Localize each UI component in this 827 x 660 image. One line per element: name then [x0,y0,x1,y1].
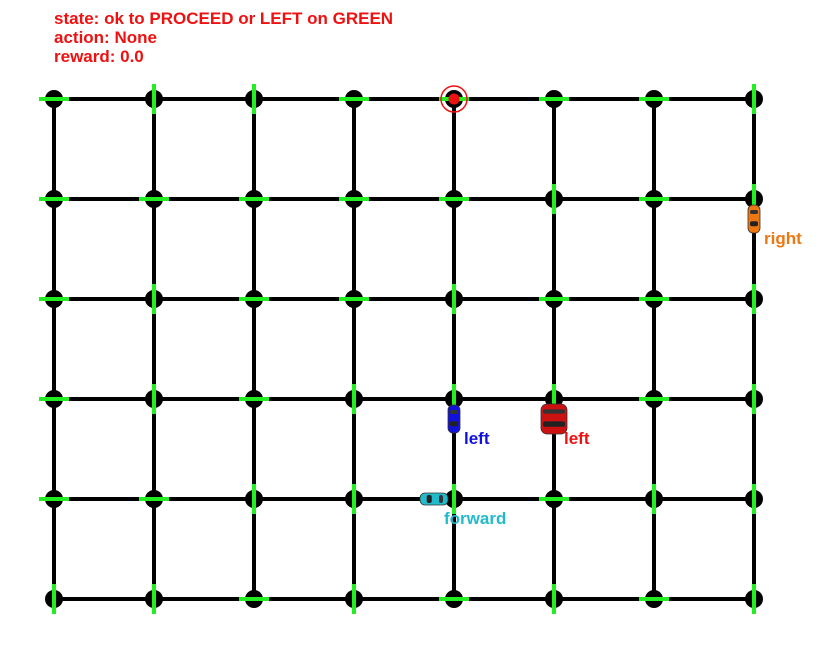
car-body [419,492,449,506]
car-label: left [464,429,490,448]
intersection [145,384,163,414]
intersection [345,384,363,414]
intersection [745,84,763,114]
state-text: state: ok to PROCEED or LEFT on GREEN [54,9,394,28]
intersection [545,184,563,214]
status-panel: state: ok to PROCEED or LEFT on GREEN ac… [54,9,393,66]
car-body [747,204,761,234]
intersection [39,490,69,508]
intersection [645,484,663,514]
intersection [445,484,463,514]
intersection [639,590,669,608]
car-label: left [564,429,590,448]
intersection [345,584,363,614]
intersection [339,190,369,208]
intersection [445,284,463,314]
intersection [145,284,163,314]
intersection [45,584,63,614]
intersection [39,190,69,208]
intersection [139,490,169,508]
intersection [339,90,369,108]
car-red: left [540,403,590,448]
intersection [239,390,269,408]
car-label: right [764,229,802,248]
destination-target [440,85,468,113]
rear-window [439,495,443,503]
intersection [439,190,469,208]
car-cyan: forward [419,492,506,528]
windshield [426,495,432,503]
intersection [345,484,363,514]
rear-window [750,210,758,214]
intersection [145,84,163,114]
intersection [545,584,563,614]
intersection [745,384,763,414]
target-ring [440,85,468,113]
rear-window [543,409,565,414]
intersection [439,590,469,608]
target-layer [440,85,468,113]
intersection [745,284,763,314]
intersection [139,190,169,208]
intersections [39,84,763,614]
intersection [745,584,763,614]
intersection [639,390,669,408]
car-shell [747,204,761,234]
action-text: action: None [54,28,157,47]
roads [52,97,756,601]
intersection [539,90,569,108]
intersection [39,90,69,108]
rear-window [450,410,458,414]
car-label: forward [444,509,506,528]
car-orange: right [747,204,802,248]
intersection [239,590,269,608]
intersection [39,290,69,308]
cars: left left forward right [419,204,802,528]
car-shell [419,492,449,506]
intersection [239,190,269,208]
car-body [447,404,461,434]
intersection [639,190,669,208]
car-body [540,403,568,435]
intersection [639,90,669,108]
intersection [339,290,369,308]
car-shell [447,404,461,434]
intersection [539,490,569,508]
reward-text: reward: 0.0 [54,47,144,66]
intersection [539,290,569,308]
intersection [239,290,269,308]
windshield [543,421,565,427]
windshield [750,221,758,227]
intersection [245,84,263,114]
windshield [450,421,458,427]
intersection [145,584,163,614]
intersection [39,390,69,408]
target-dot [448,93,460,105]
car-blue: left [447,404,490,448]
intersection [245,484,263,514]
intersection [745,484,763,514]
intersection [639,290,669,308]
